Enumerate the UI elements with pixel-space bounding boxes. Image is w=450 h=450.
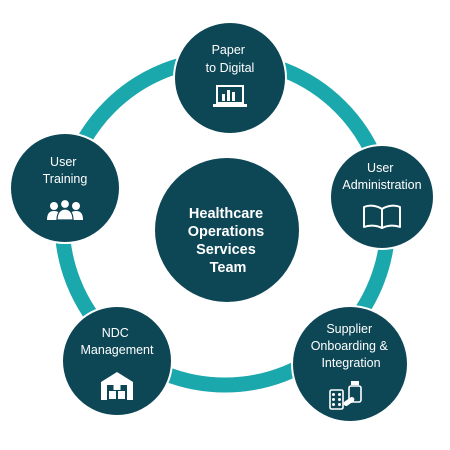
center-circle	[155, 158, 299, 302]
warehouse-icon	[101, 372, 133, 400]
node-label-line: to Digital	[206, 61, 255, 75]
center-line-3: Services	[196, 242, 256, 258]
center-title: Healthcare Operations Services Team	[188, 206, 269, 276]
node-label-line: Onboarding &	[311, 339, 389, 353]
laptop-chart-icon	[213, 85, 247, 107]
center-hub: Healthcare Operations Services Team	[155, 158, 299, 302]
node-circle	[173, 21, 287, 135]
node-label-line: Paper	[212, 43, 245, 57]
node-label-line: User	[50, 155, 76, 169]
node-paper-to-digital: Paper to Digital	[173, 21, 287, 135]
node-user-training: User Training	[9, 132, 121, 244]
center-line-2: Operations	[188, 224, 265, 240]
people-group-icon	[47, 198, 83, 221]
node-label: User Administration	[342, 161, 421, 192]
node-label-line: Administration	[342, 178, 421, 192]
node-circle	[61, 305, 173, 417]
node-circle	[9, 132, 121, 244]
medicine-icon	[329, 381, 362, 410]
node-label-line: Supplier	[326, 322, 372, 336]
node-label: Paper to Digital	[206, 43, 255, 75]
node-label-line: Integration	[321, 356, 380, 370]
node-label-line: Training	[43, 172, 88, 186]
node-label-line: User	[367, 161, 393, 175]
center-line-1: Healthcare	[189, 206, 263, 222]
node-user-administration: User Administration	[329, 144, 435, 250]
node-label-line: NDC	[102, 326, 129, 340]
center-line-4: Team	[210, 260, 247, 276]
node-circle	[329, 144, 435, 250]
node-supplier-onboarding: Supplier Onboarding & Integration	[291, 305, 409, 423]
node-circle	[291, 305, 409, 423]
node-label-line: Management	[81, 343, 154, 357]
node-ndc-management: NDC Management	[61, 305, 173, 417]
open-book-icon	[363, 204, 401, 229]
node-label: User Training	[43, 155, 88, 186]
node-label: Supplier Onboarding & Integration	[311, 322, 392, 370]
node-label: NDC Management	[81, 326, 154, 357]
